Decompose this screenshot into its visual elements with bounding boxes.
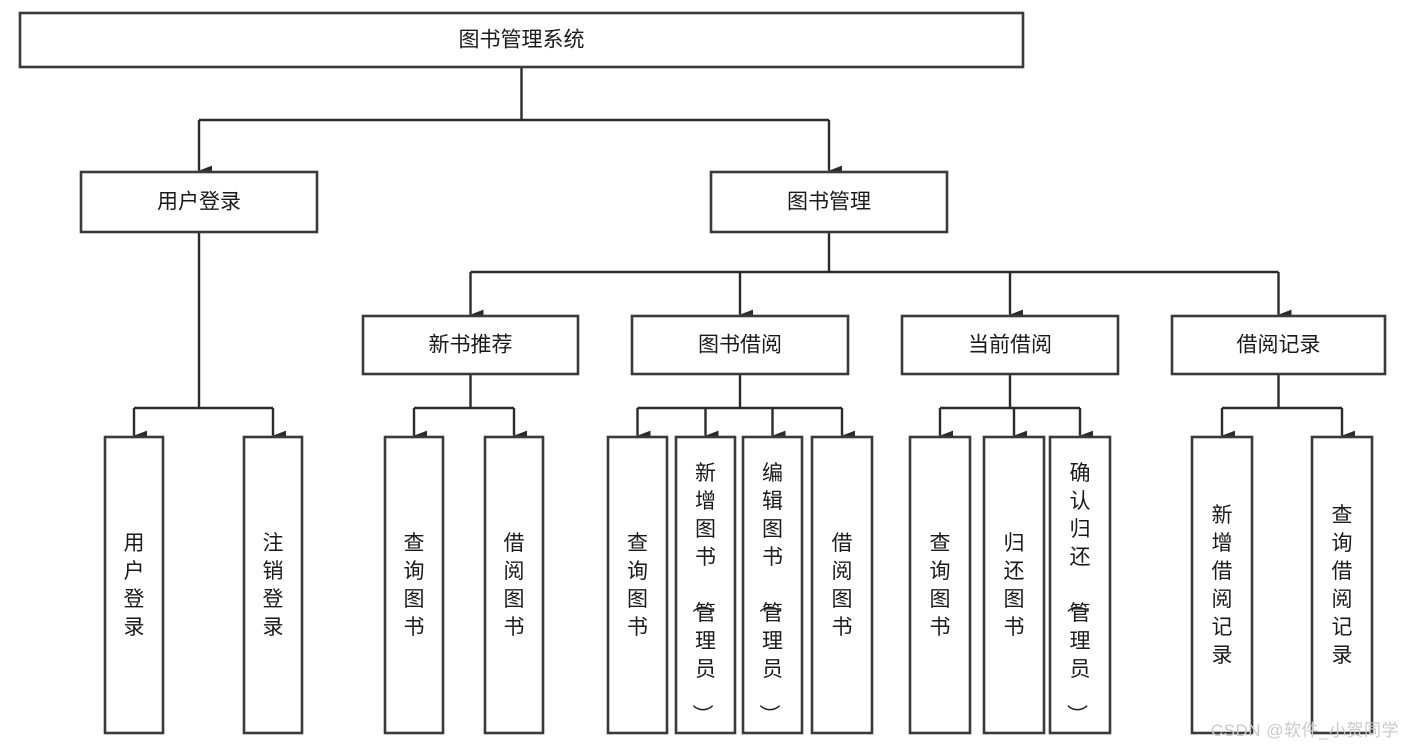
node-label: 图书借阅 — [698, 334, 782, 357]
node-label-vertical: 新增借阅记录 — [1212, 504, 1233, 667]
node-leaf-4[interactable]: 查询图书 — [606, 435, 669, 735]
node-label: 当前借阅 — [968, 334, 1052, 357]
node-level3-1[interactable]: 图书借阅 — [630, 314, 850, 376]
node-leaf-8[interactable]: 查询图书 — [908, 435, 972, 735]
node-label: 借阅记录 — [1237, 334, 1321, 357]
node-label-vertical: 查询图书 — [404, 532, 425, 639]
node-label-vertical: 查询借阅记录 — [1332, 504, 1353, 667]
node-leaf-2[interactable]: 查询图书 — [383, 435, 445, 735]
node-boxes: 图书管理系统用户登录图书管理新书推荐图书借阅当前借阅借阅记录用户登录注销登录查询… — [18, 11, 1387, 735]
node-leaf-1[interactable]: 注销登录 — [242, 435, 304, 735]
node-label: 图书管理系统 — [459, 29, 585, 52]
node-label-vertical: 借阅图书 — [504, 532, 525, 639]
node-leaf-11[interactable]: 新增借阅记录 — [1190, 435, 1254, 735]
node-leaf-7[interactable]: 借阅图书 — [810, 435, 874, 735]
node-label-vertical: 编辑图书（管理员） — [757, 462, 783, 725]
node-root-图书管理系统[interactable]: 图书管理系统 — [18, 11, 1025, 69]
node-label-vertical: 借阅图书 — [832, 532, 853, 639]
node-label-vertical: 新增图书（管理员） — [690, 462, 716, 725]
node-leaf-5[interactable]: 新增图书（管理员） — [674, 435, 737, 735]
node-leaf-12[interactable]: 查询借阅记录 — [1310, 435, 1374, 735]
node-leaf-6[interactable]: 编辑图书（管理员） — [741, 435, 804, 735]
node-label-vertical: 查询图书 — [930, 532, 951, 639]
node-label-vertical: 归还图书 — [1004, 532, 1025, 639]
node-level3-0[interactable]: 新书推荐 — [361, 314, 580, 376]
node-level2-0[interactable]: 用户登录 — [79, 170, 319, 234]
node-label: 用户登录 — [157, 191, 241, 214]
node-level2-1[interactable]: 图书管理 — [709, 170, 949, 234]
connector-edges — [132, 67, 1356, 441]
node-leaf-10[interactable]: 确认归还（管理员） — [1048, 435, 1112, 735]
node-label-vertical: 用户登录 — [124, 532, 145, 639]
node-label-vertical: 查询图书 — [627, 532, 648, 639]
node-level3-3[interactable]: 借阅记录 — [1170, 314, 1387, 376]
node-label: 新书推荐 — [429, 334, 513, 357]
node-level3-2[interactable]: 当前借阅 — [900, 314, 1120, 376]
node-leaf-9[interactable]: 归还图书 — [982, 435, 1046, 735]
node-leaf-3[interactable]: 借阅图书 — [483, 435, 545, 735]
csdn-watermark: CSDN @软件_小贺同学 — [1210, 721, 1399, 740]
node-leaf-0[interactable]: 用户登录 — [103, 435, 165, 735]
node-label: 图书管理 — [787, 191, 871, 214]
node-label-vertical: 确认归还（管理员） — [1065, 462, 1091, 725]
node-label-vertical: 注销登录 — [263, 532, 284, 639]
